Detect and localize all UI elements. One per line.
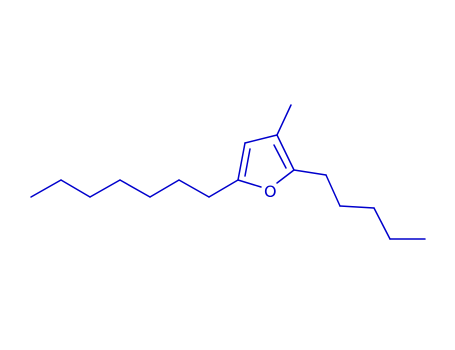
bond-pentyl-4 [373, 207, 391, 240]
bond-heptyl-6 [178, 179, 210, 198]
bond-ring-c2-o [276, 169, 295, 184]
bond-heptyl-1 [30, 179, 62, 198]
bond-pentyl-3 [339, 205, 375, 209]
bond-heptyl-3 [89, 179, 121, 198]
bond-ring-c5-c4 [237, 142, 246, 181]
bond-ring-c3-c2 [276, 134, 295, 171]
bond-ring-o-c5 [237, 179, 262, 188]
bond-methyl [276, 104, 292, 136]
bond-pentyl-2 [325, 174, 341, 207]
bond-ring-c4-c3 [244, 134, 278, 144]
bond-ring-c3-c2-inner [273, 144, 287, 169]
bond-heptyl-4 [119, 179, 151, 198]
bond-heptyl-7 [208, 179, 239, 198]
bond-ring-c5-c4-inner [244, 148, 251, 177]
bond-heptyl-5 [149, 179, 180, 198]
atom-oxygen-label: O [264, 182, 277, 201]
bond-pentyl-1 [293, 169, 327, 176]
bond-heptyl-2 [60, 179, 91, 198]
